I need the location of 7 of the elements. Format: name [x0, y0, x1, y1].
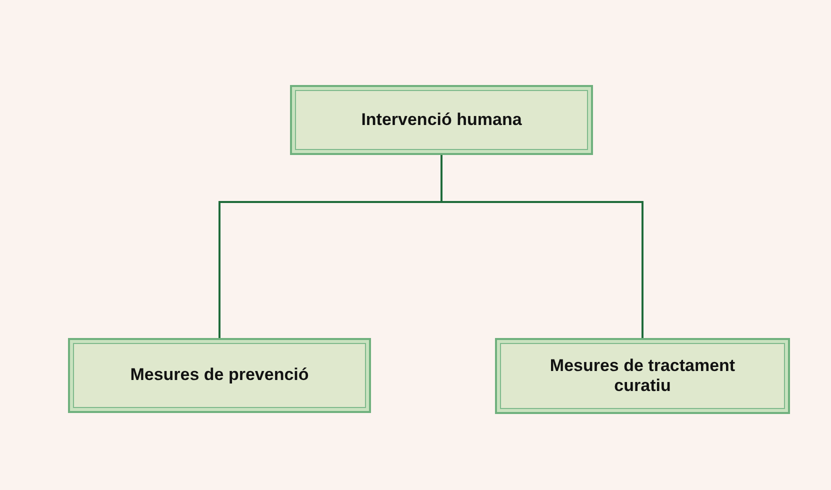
box-label: Intervenció humana	[361, 110, 522, 130]
category-box	[495, 338, 790, 414]
box-label: Mesures de prevenció	[130, 365, 309, 386]
category-box	[68, 338, 371, 413]
box-label: Mesures de tractament curatiu	[548, 356, 736, 396]
category-box	[290, 85, 593, 155]
connector-line	[440, 155, 644, 338]
